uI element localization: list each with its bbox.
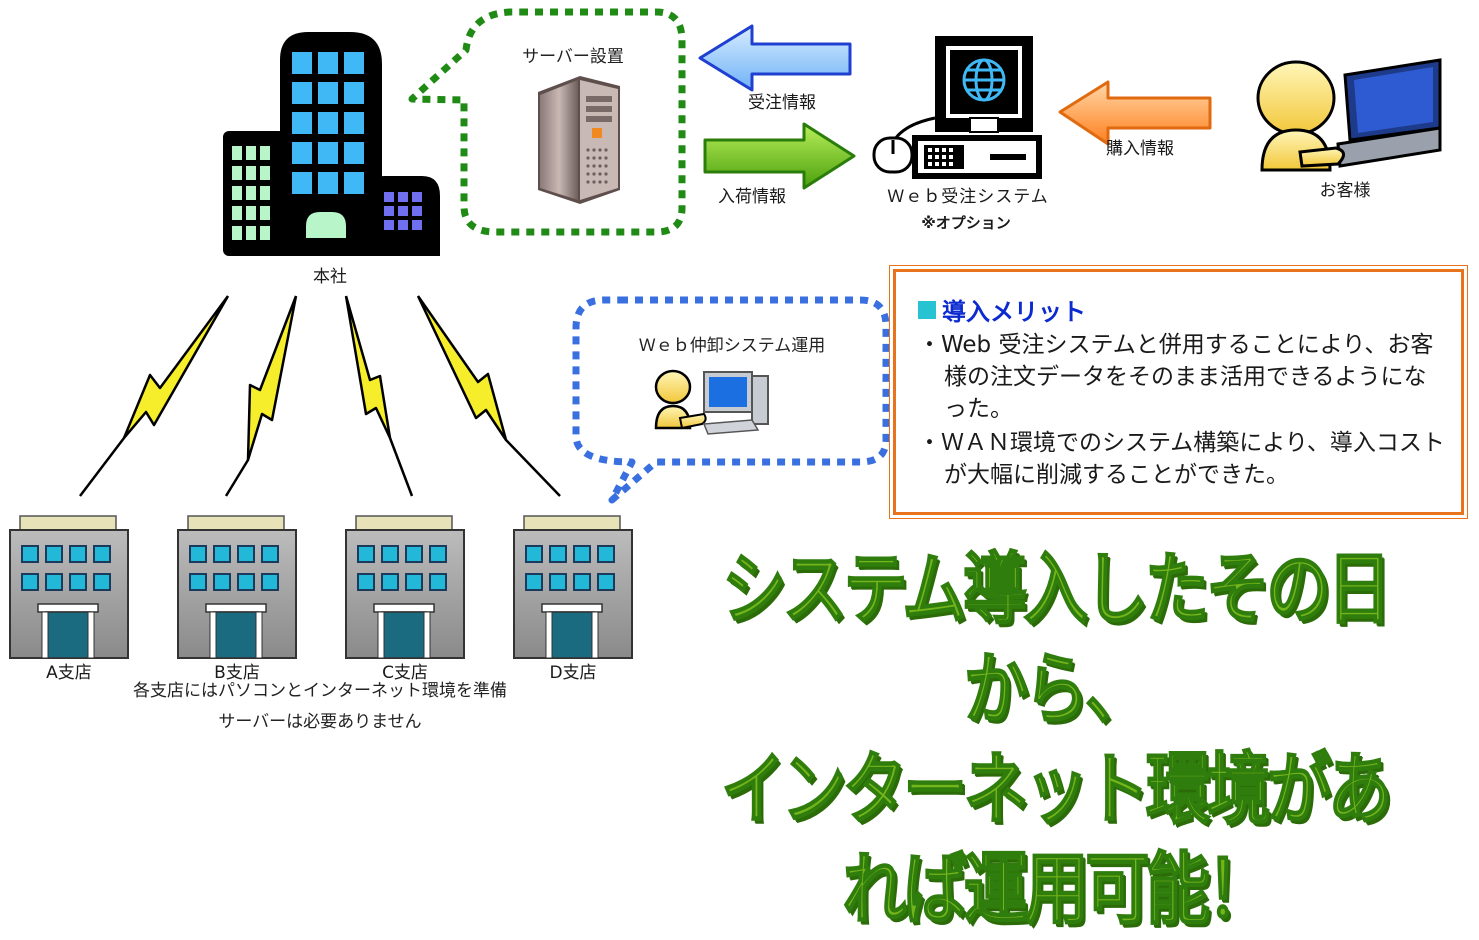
lightning-icon	[344, 295, 414, 497]
purchase-info-label: 購入情報	[1106, 139, 1174, 159]
arrival-info-arrow	[703, 122, 856, 190]
system-diagram	[9, 8, 1442, 659]
branch-label-c: C支店	[382, 663, 428, 683]
operator-pc-icon	[654, 369, 769, 435]
merit-item: ・Web 受注システムと併用することにより、お客様の注文データをそのまま活用でき…	[918, 332, 1434, 422]
merit-title-text: 導入メリット	[942, 298, 1086, 326]
customer-laptop-icon	[1256, 58, 1442, 172]
server-setup-bubble	[408, 8, 686, 236]
merit-title: 導入メリット	[918, 292, 1445, 327]
network-links	[79, 295, 561, 497]
purchase-info-arrow	[1058, 80, 1212, 146]
order-info-label: 受注情報	[748, 93, 816, 113]
server-setup-label: サーバー設置	[522, 47, 624, 67]
lightning-icon	[416, 295, 561, 497]
slogan: システム導入したその日から、 インターネット環境があれば運用可能！	[640, 540, 1470, 940]
lightning-icon	[224, 295, 298, 497]
branch-note: 各支店にはパソコンとインターネット環境を準備 サーバーは必要ありません	[0, 676, 640, 738]
headquarters-label: 本社	[313, 267, 347, 287]
option-note: ※オプション	[921, 214, 1011, 232]
branch-building-icon	[513, 515, 633, 659]
branch-note-line1: 各支店にはパソコンとインターネット環境を準備	[133, 681, 507, 701]
arrival-info-label: 入荷情報	[718, 187, 786, 207]
order-info-arrow	[698, 24, 852, 92]
web-order-system-label: Ｗｅｂ受注システム	[887, 187, 1049, 207]
server-tower-icon	[538, 76, 620, 204]
merit-box: 導入メリット ・Web 受注システムと併用することにより、お客様の注文データをそ…	[889, 265, 1468, 519]
lightning-icon	[79, 295, 230, 497]
slogan-line1: システム導入したその日から、	[721, 544, 1391, 736]
slogan-line2: インターネット環境があれば運用可能！	[720, 744, 1392, 936]
web-pc-icon	[872, 36, 1042, 179]
branch-building-icon	[9, 515, 129, 659]
branch-label-b: B支店	[214, 663, 260, 683]
branch-note-line2: サーバーは必要ありません	[218, 712, 422, 732]
merit-item: ・ＷＡＮ環境でのシステム構築により、導入コストが大幅に削減することができた。	[918, 430, 1445, 488]
branch-building-icon	[345, 515, 465, 659]
web-wholesale-label: Ｗｅｂ仲卸システム運用	[638, 336, 826, 356]
web-wholesale-bubble	[572, 296, 890, 504]
customer-label: お客様	[1319, 181, 1371, 201]
branch-label-d: D支店	[549, 663, 597, 683]
branch-building-icon	[177, 515, 297, 659]
square-bullet-icon	[918, 300, 936, 319]
headquarters-building-icon	[223, 32, 440, 256]
branch-label-a: A支店	[46, 663, 92, 683]
